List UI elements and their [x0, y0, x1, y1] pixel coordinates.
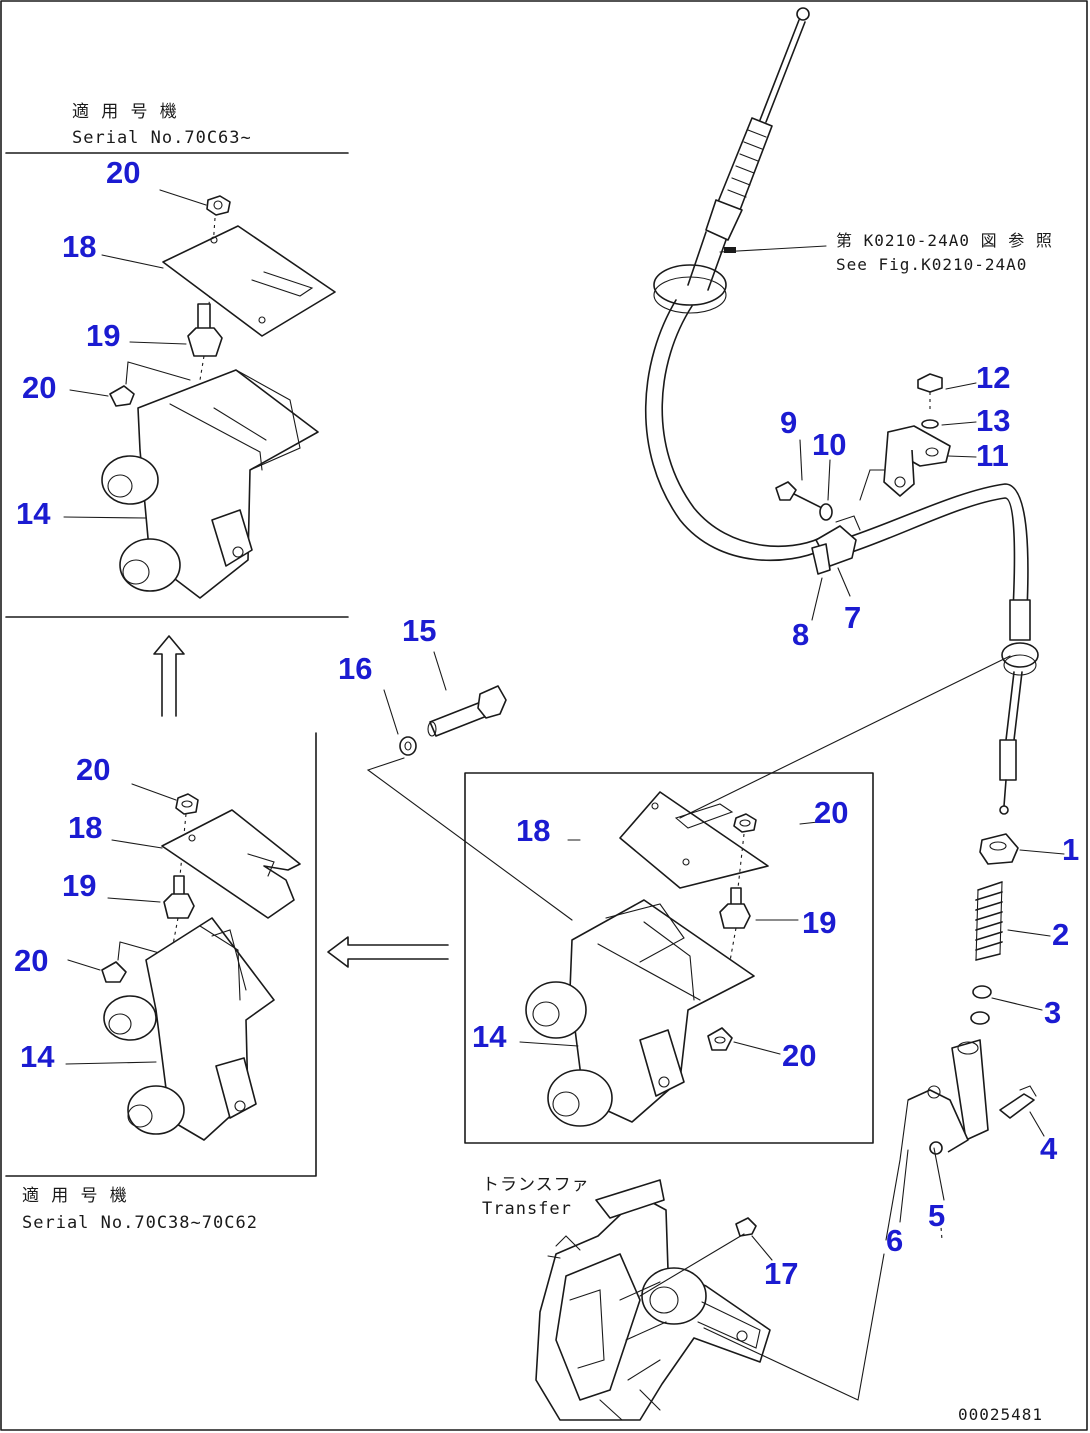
callout-19-a: 19 [86, 318, 120, 353]
transfer-caption-jp: トランスファ [482, 1175, 590, 1195]
callout-6: 6 [886, 1223, 903, 1258]
drawing-id: 00025481 [958, 1405, 1043, 1424]
inset-bottom-left: 適 用 号 機 Serial No.70C38~70C62 [5, 732, 317, 1233]
top-left-caption-jp: 適 用 号 機 [72, 102, 178, 122]
bracket-14-bottom-left [103, 917, 275, 1141]
callout-17: 17 [764, 1256, 798, 1291]
ref-caption-en: See Fig.K0210-24A0 [836, 255, 1027, 274]
callout-20-c: 20 [76, 752, 110, 787]
callout-18-b: 18 [68, 810, 102, 845]
washer-16 [399, 736, 417, 756]
callout-13: 13 [976, 403, 1010, 438]
ref-marker [724, 247, 736, 253]
clamp-8 [811, 543, 831, 575]
spring-2 [975, 881, 1003, 961]
plug-17 [735, 1217, 757, 1237]
plate-18-center [619, 791, 769, 889]
nut-20-bottom-left [175, 793, 199, 815]
washer-10 [819, 503, 833, 521]
callout-4: 4 [1040, 1131, 1058, 1166]
callout-18-c: 18 [516, 813, 550, 848]
ref-caption-jp: 第 K0210-24A0 図 参 照 [836, 231, 1053, 250]
callout-14-b: 14 [20, 1039, 55, 1074]
callout-10: 10 [812, 427, 846, 462]
switch-19-bottom-left [163, 875, 195, 951]
bolt-15 [427, 685, 507, 737]
bracket-14-center [525, 899, 755, 1127]
arrow-up-double [153, 635, 185, 717]
callout-1: 1 [1062, 832, 1079, 867]
transfer-caption-en: Transfer [482, 1199, 572, 1219]
nut-20-top-left [206, 195, 231, 216]
bottom-left-caption-jp: 適 用 号 機 [22, 1186, 128, 1206]
callout-20-a: 20 [106, 155, 140, 190]
bracket-14-top-left [101, 369, 319, 599]
washer-20-top-left [109, 361, 191, 407]
callout-16: 16 [338, 651, 372, 686]
pin-5 [933, 1147, 945, 1241]
callout-11: 11 [976, 438, 1009, 473]
transfer-link-line [703, 1253, 885, 1401]
arrow-left-double [327, 936, 449, 968]
inset-center: 18 20 19 14 20 [464, 772, 874, 1144]
bottom-left-caption-serial: Serial No.70C38~70C62 [22, 1213, 258, 1233]
washer-3 [970, 985, 992, 1025]
callout-18-a: 18 [62, 229, 96, 264]
bolt-assembly-line [366, 757, 573, 921]
plate-18-top-left [162, 225, 336, 337]
washer-20-center [707, 1027, 733, 1051]
transfer-housing [535, 1179, 771, 1421]
callout-20-e: 20 [814, 795, 848, 830]
bolt-12 [917, 373, 943, 410]
top-left-caption-serial: Serial No.70C63~ [72, 128, 252, 148]
callout-15: 15 [402, 613, 436, 648]
cushion-1 [979, 833, 1019, 865]
center-box-frame [464, 772, 874, 1144]
callout-7: 7 [844, 600, 861, 635]
callout-19-b: 19 [62, 868, 96, 903]
lever-6 [885, 1039, 989, 1241]
callout-9: 9 [780, 405, 797, 440]
cable-link-line [679, 655, 1011, 819]
bracket-11 [859, 425, 951, 501]
inset-top-left: 適 用 号 機 Serial No.70C63~ [5, 102, 349, 618]
callout-5: 5 [928, 1198, 945, 1233]
pin-4 [999, 1085, 1037, 1119]
callout-14-c: 14 [472, 1019, 507, 1054]
callout-19-c: 19 [802, 905, 836, 940]
callout-3: 3 [1044, 995, 1061, 1030]
callout-20-d: 20 [14, 943, 48, 978]
callout-2: 2 [1052, 917, 1069, 952]
washer-20-bottom-left [101, 941, 171, 983]
plate-18-bottom-left [161, 809, 301, 919]
callout-20-b: 20 [22, 370, 56, 405]
callout-12: 12 [976, 360, 1010, 395]
callout-8: 8 [792, 617, 809, 652]
control-cable [644, 7, 1039, 815]
washer-13 [921, 419, 939, 429]
callout-20-f: 20 [782, 1038, 816, 1073]
callout-14-a: 14 [16, 496, 51, 531]
nut-20-center [733, 813, 757, 833]
inset-bottom-left-frame [5, 732, 317, 1177]
